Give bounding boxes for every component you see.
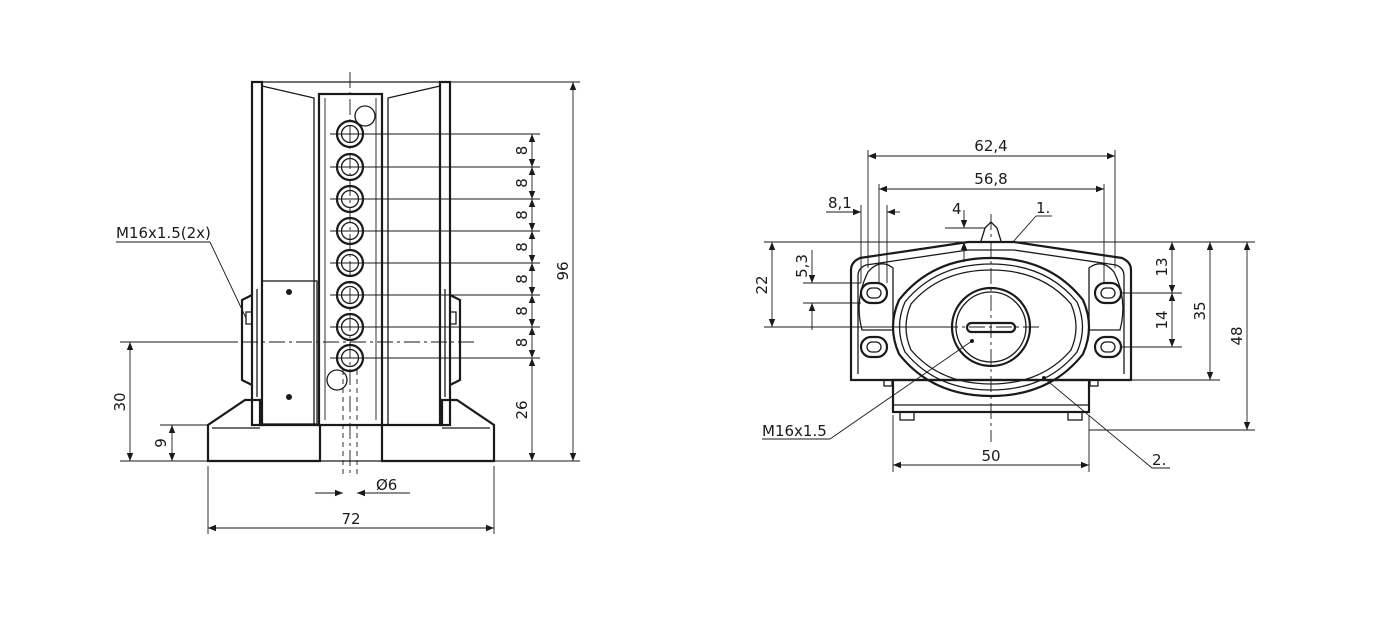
front-thread-callout: M16x1.5(2x) — [116, 224, 247, 319]
contact-hole — [330, 216, 540, 246]
callout-2-label: 2. — [1152, 451, 1166, 469]
dim-hole-diameter-label: Ø6 — [376, 476, 397, 494]
dim-slot-spacing-label: 14 — [1153, 310, 1171, 329]
dim-axis-height-label: 30 — [111, 392, 129, 411]
pitch-label: 8 — [513, 146, 531, 156]
dim-body-height-left: 22 — [753, 241, 968, 328]
dim-overall-height: 48 — [1089, 242, 1255, 431]
pitch-label: 8 — [513, 178, 531, 188]
dim-side-base-width: 50 — [892, 415, 1090, 472]
dim-base-height: 9 — [152, 424, 208, 461]
central-thread — [942, 214, 1042, 442]
dim-slot-spacing: 14 — [1121, 293, 1182, 348]
cable-gland-left — [240, 289, 258, 397]
contact-holes — [330, 119, 540, 373]
side-thread-label: M16x1.5 — [762, 422, 827, 440]
contact-hole — [330, 280, 540, 310]
contact-hole — [330, 184, 540, 214]
pitch-label: 8 — [513, 242, 531, 252]
callout-1-label: 1. — [1036, 199, 1050, 217]
dim-mount-outer: 62,4 — [867, 137, 1116, 268]
dim-hole-diameter: Ø6 — [315, 476, 410, 497]
pitch-label: 8 — [513, 274, 531, 284]
dim-slot-width: 8,1 — [826, 194, 900, 283]
side-view: 62,4 56,8 8,1 4 1. — [753, 137, 1255, 472]
dim-axis-height: 30 — [111, 341, 236, 462]
dim-slot-width-label: 8,1 — [828, 194, 852, 212]
base-plate — [206, 398, 496, 463]
dim-overall-height-label: 48 — [1228, 326, 1246, 345]
housing — [250, 80, 452, 427]
dim-slot-top: 13 — [1014, 241, 1255, 294]
side-thread-callout: M16x1.5 — [762, 339, 974, 440]
dim-first-hole-label: 26 — [513, 400, 531, 419]
dim-boss: 4 — [945, 200, 985, 262]
dim-boss-label: 4 — [952, 200, 962, 218]
pitch-label: 8 — [513, 210, 531, 220]
dim-side-base-width-label: 50 — [981, 447, 1000, 465]
front-thread-label: M16x1.5(2x) — [116, 224, 211, 242]
callout-1: 1. — [1012, 199, 1052, 243]
dim-mount-inner: 56,8 — [878, 170, 1105, 283]
cable-gland-right — [444, 289, 462, 397]
callout-2: 2. — [1042, 376, 1170, 469]
dim-slot-pitch-left-label: 5,3 — [793, 254, 811, 278]
dim-slot-top-label: 13 — [1153, 257, 1171, 276]
dim-total-height-label: 96 — [554, 261, 572, 280]
dim-body-height-left-label: 22 — [753, 275, 771, 294]
pitch-dimensions: 26 8 8 8 8 8 8 8 — [385, 81, 580, 462]
mounting-slots — [858, 263, 1124, 359]
pitch-label: 8 — [513, 338, 531, 348]
contact-hole — [330, 119, 540, 149]
dim-mid-height: 35 — [1131, 242, 1220, 381]
pitch-label: 8 — [513, 306, 531, 316]
actuator-holes — [326, 105, 376, 391]
contact-hole — [330, 152, 540, 182]
dim-base-height-label: 9 — [152, 438, 170, 448]
dim-mid-height-label: 35 — [1191, 301, 1209, 320]
dim-mount-inner-label: 56,8 — [974, 170, 1007, 188]
dim-base-width-label: 72 — [341, 510, 360, 528]
front-view: M16x1.5(2x) 30 9 26 8 8 8 8 8 8 8 96 — [111, 72, 580, 534]
dim-total-height: 96 — [554, 82, 577, 461]
contact-hole — [330, 343, 540, 373]
dim-base-width: 72 — [207, 466, 495, 534]
dim-mount-outer-label: 62,4 — [974, 137, 1007, 155]
dim-slot-pitch-left: 5,3 — [793, 250, 861, 330]
contact-hole — [330, 248, 540, 278]
contact-hole — [330, 312, 540, 342]
